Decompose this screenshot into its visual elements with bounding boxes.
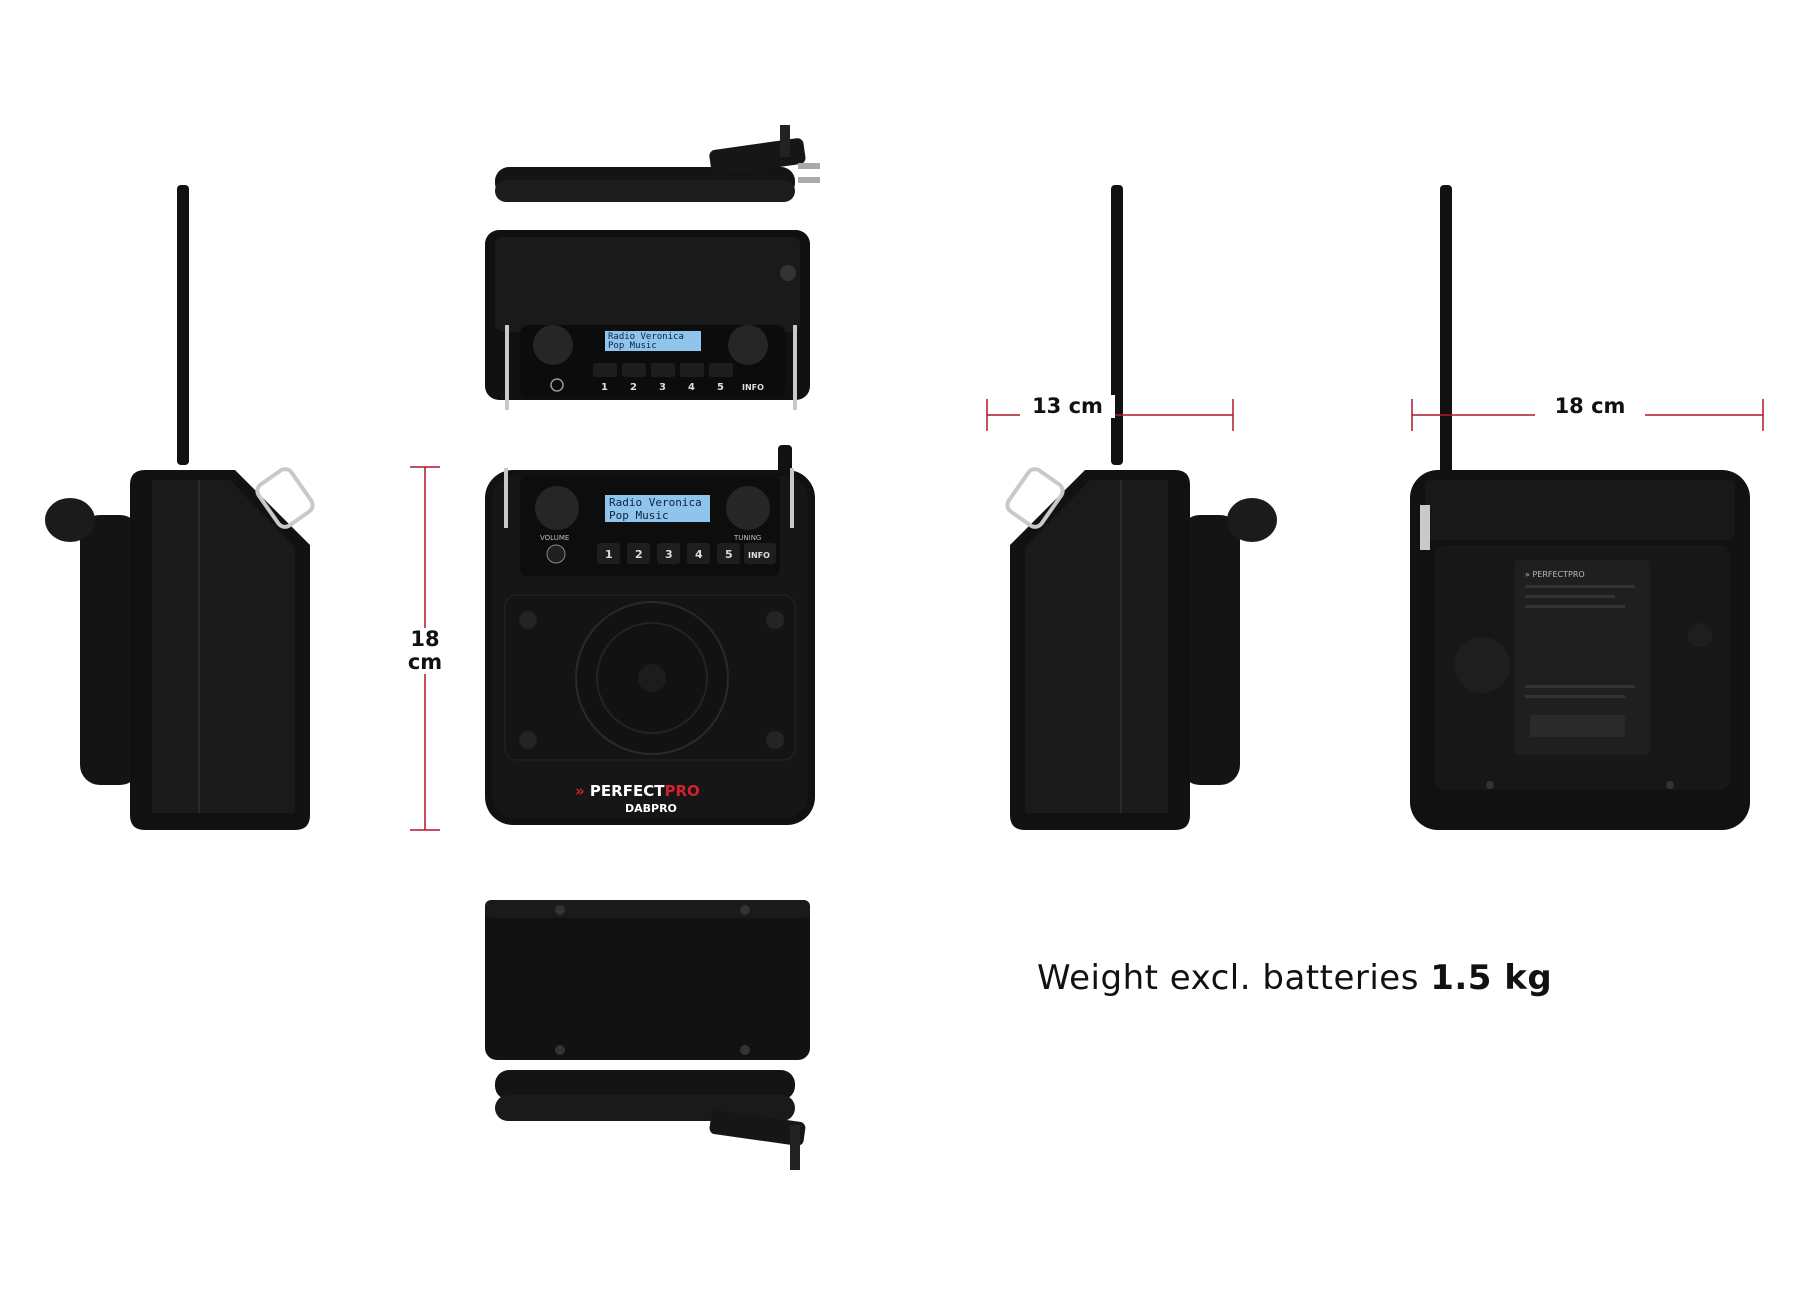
top-lcd-line2: Pop Music [608, 341, 657, 351]
top-preset-3: 3 [659, 382, 666, 393]
front-info: INFO [748, 551, 770, 560]
weight-prefix: Weight excl. batteries [1037, 958, 1419, 998]
height-value: 18 [410, 627, 440, 651]
bottom-view [485, 900, 810, 1170]
brand-logo: » PERFECTPRO [575, 782, 700, 800]
side-view-left [45, 185, 315, 830]
top-view: Radio Veronica Pop Music 1 2 3 4 5 INFO [485, 125, 820, 410]
weight-caption: Weight excl. batteries 1.5 kg [1037, 958, 1552, 998]
width-label: 18 cm [1535, 394, 1645, 419]
front-preset-1: 1 [605, 548, 613, 561]
tuning-label: TUNING [733, 534, 761, 542]
front-preset-4: 4 [695, 548, 703, 561]
height-label: 18 cm [395, 627, 455, 675]
top-preset-2: 2 [630, 382, 637, 393]
back-view: » PERFECTPRO [1410, 185, 1750, 830]
front-view: VOLUME TUNING Radio Veronica Pop Music 1… [485, 445, 815, 825]
front-lcd-line2: Pop Music [609, 509, 669, 522]
top-info: INFO [742, 383, 764, 392]
front-preset-2: 2 [635, 548, 643, 561]
back-label-brand: » PERFECTPRO [1525, 570, 1585, 579]
depth-label: 13 cm [1020, 394, 1115, 419]
height-unit: cm [407, 650, 443, 675]
top-preset-5: 5 [717, 382, 724, 393]
model-name: DABPRO [625, 802, 677, 815]
top-preset-1: 1 [601, 382, 608, 393]
front-preset-3: 3 [665, 548, 673, 561]
top-preset-4: 4 [688, 382, 695, 393]
side-view-right [1005, 185, 1277, 830]
volume-label: VOLUME [540, 534, 569, 542]
top-lcd-line1: Radio Veronica [608, 332, 684, 342]
front-lcd-line1: Radio Veronica [609, 496, 702, 509]
front-preset-5: 5 [725, 548, 733, 561]
weight-value: 1.5 kg [1430, 958, 1553, 998]
